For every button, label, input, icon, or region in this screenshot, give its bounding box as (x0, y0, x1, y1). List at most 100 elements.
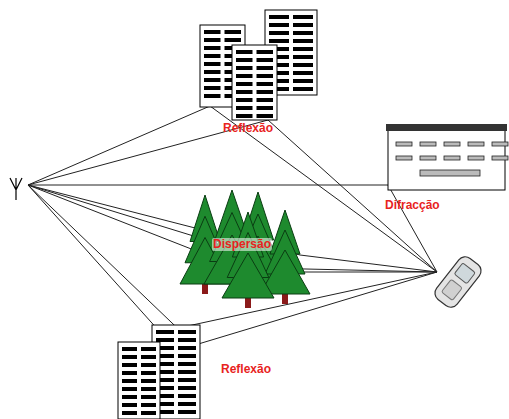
building-window (141, 411, 156, 415)
building-window (257, 50, 274, 54)
building-window (156, 330, 174, 334)
building-window (236, 98, 253, 102)
building-window (178, 410, 196, 414)
building-window (122, 355, 137, 359)
tree-crown (222, 253, 274, 298)
building-window (204, 70, 221, 74)
building-window (293, 79, 313, 83)
phone-body (432, 254, 485, 311)
building-window (293, 55, 313, 59)
building-window (257, 66, 274, 70)
building-window (236, 50, 253, 54)
building-window (269, 23, 289, 27)
building-window (141, 403, 156, 407)
ray-group (28, 106, 437, 345)
building-window (236, 114, 253, 118)
building-window (257, 58, 274, 62)
building-window (236, 90, 253, 94)
building-window (141, 363, 156, 367)
building-window (293, 63, 313, 67)
building-window (178, 386, 196, 390)
building-window (396, 156, 412, 160)
building-window (141, 371, 156, 375)
effect-label: Dispersão (212, 238, 272, 251)
building-window (468, 156, 484, 160)
building-window (204, 78, 221, 82)
building-window (122, 371, 137, 375)
tree-group (180, 190, 310, 308)
building-window (293, 15, 313, 19)
phone-screen (454, 263, 475, 284)
building-window (257, 74, 274, 78)
building-window (396, 142, 412, 146)
building-window (122, 363, 137, 367)
building-cluster (118, 325, 200, 419)
building-window (257, 82, 274, 86)
building-window (141, 379, 156, 383)
propagation-ray (28, 106, 437, 272)
building-window (444, 142, 460, 146)
building-window (122, 387, 137, 391)
propagation-ray (28, 185, 437, 332)
building-window (420, 142, 436, 146)
building-window (269, 39, 289, 43)
building-window (122, 411, 137, 415)
building-window (141, 387, 156, 391)
effect-label: Reflexão (222, 122, 274, 135)
building-window (225, 38, 242, 42)
building-window (269, 31, 289, 35)
building-window (178, 338, 196, 342)
building-window (204, 46, 221, 50)
building-window (178, 330, 196, 334)
building-window (204, 62, 221, 66)
building-window (178, 394, 196, 398)
building-window (420, 156, 436, 160)
building-window (293, 47, 313, 51)
building-window (257, 114, 274, 118)
antenna-mast (10, 178, 22, 200)
building-window (293, 71, 313, 75)
propagation-ray (28, 120, 437, 272)
building-window (269, 15, 289, 19)
building-window (204, 30, 221, 34)
building-roof (386, 124, 507, 131)
building-window (236, 74, 253, 78)
building-window (293, 23, 313, 27)
building-window (468, 142, 484, 146)
building-outline (388, 128, 505, 190)
building-window (178, 370, 196, 374)
building-window (293, 39, 313, 43)
building-window (236, 82, 253, 86)
building-window (178, 362, 196, 366)
building-window (178, 354, 196, 358)
building-window (122, 395, 137, 399)
building-window (141, 347, 156, 351)
propagation-ray (28, 185, 437, 345)
building-window (225, 30, 242, 34)
building-window (204, 86, 221, 90)
building-window (420, 170, 480, 176)
building-window (141, 355, 156, 359)
building-window (204, 94, 221, 98)
building-window (178, 402, 196, 406)
building-cluster (200, 10, 317, 120)
effect-label: Reflexão (220, 363, 272, 376)
antenna-symbol (10, 178, 22, 200)
building-window (141, 395, 156, 399)
building-outline (232, 45, 277, 120)
building-outline (118, 342, 160, 419)
building-window (204, 54, 221, 58)
building-window (293, 87, 313, 91)
building-window (122, 403, 137, 407)
building-window (122, 379, 137, 383)
building-window (492, 142, 508, 146)
building-window (492, 156, 508, 160)
building-window (178, 346, 196, 350)
building-window (257, 106, 274, 110)
phone-keys (441, 279, 462, 300)
building-window (257, 90, 274, 94)
building-window (236, 106, 253, 110)
effect-label: Difracção (384, 199, 441, 212)
building-window (444, 156, 460, 160)
